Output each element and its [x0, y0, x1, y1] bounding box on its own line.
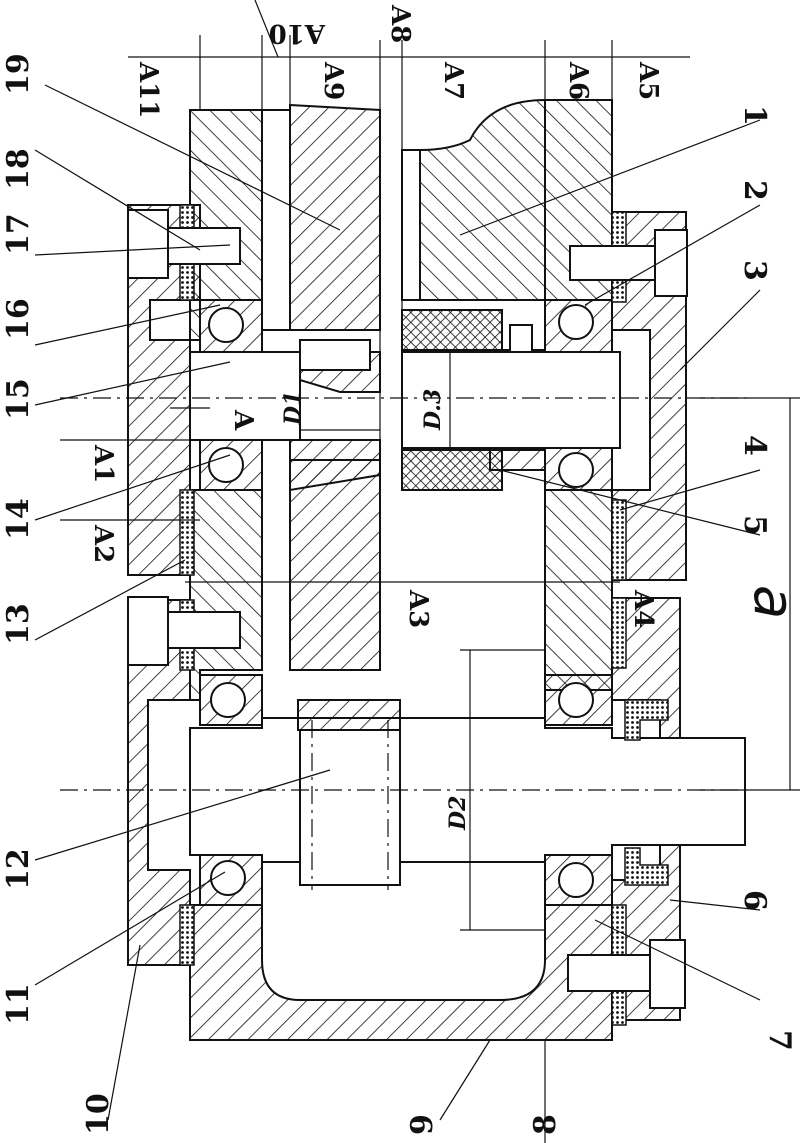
dimension-lines: [60, 0, 800, 1143]
label-16: 16: [1, 298, 36, 340]
part-labels: 19 18 17 16 15 14 13 12 11 10 9 8 7 6 5 …: [1, 53, 797, 1135]
dim-A8: A8: [385, 4, 415, 43]
label-6: 6: [737, 890, 772, 911]
label-9: 9: [405, 1114, 440, 1135]
label-7: 7: [762, 1030, 797, 1051]
dim-D3: D.3: [420, 389, 446, 431]
upper-gears: [261, 98, 546, 671]
label-11: 11: [1, 983, 36, 1025]
label-3: 3: [737, 260, 772, 281]
label-15: 15: [1, 378, 36, 420]
dimension-labels: A11 A10 A9 A8 A7 A6 A5 A1 A A2 A3 A4 D1 …: [88, 4, 800, 831]
label-4: 4: [737, 435, 772, 456]
label-18: 18: [1, 148, 36, 190]
dim-D2: D2: [445, 796, 471, 831]
label-12: 12: [1, 848, 36, 890]
dim-A1: A1: [88, 444, 118, 483]
dim-A9: A9: [318, 61, 348, 100]
dim-center-distance: a: [741, 585, 800, 619]
dim-A4: A4: [628, 589, 658, 628]
label-2: 2: [737, 180, 772, 201]
label-14: 14: [1, 498, 36, 540]
dim-A2: A2: [88, 524, 118, 563]
label-13: 13: [1, 603, 36, 645]
bearings-upper: [199, 299, 613, 491]
shaft-15: [189, 339, 621, 492]
dim-A10: A10: [269, 18, 326, 48]
dim-A7: A7: [438, 61, 468, 100]
label-19: 19: [1, 53, 36, 95]
dim-A: A: [228, 409, 258, 431]
label-1: 1: [737, 105, 772, 126]
bolts: [127, 209, 688, 1009]
leader-lines: [34, 84, 761, 1121]
label-10: 10: [81, 1093, 116, 1135]
bearings-lower: [199, 674, 613, 906]
dim-A3: A3: [403, 589, 433, 628]
label-17: 17: [1, 213, 36, 255]
dim-A5: A5: [633, 61, 663, 100]
center-lines: [60, 397, 750, 791]
label-8: 8: [528, 1114, 563, 1135]
dim-A6: A6: [563, 61, 593, 100]
dim-A11: A11: [133, 61, 163, 118]
dim-D1: D1: [280, 391, 306, 426]
label-5: 5: [737, 515, 772, 536]
